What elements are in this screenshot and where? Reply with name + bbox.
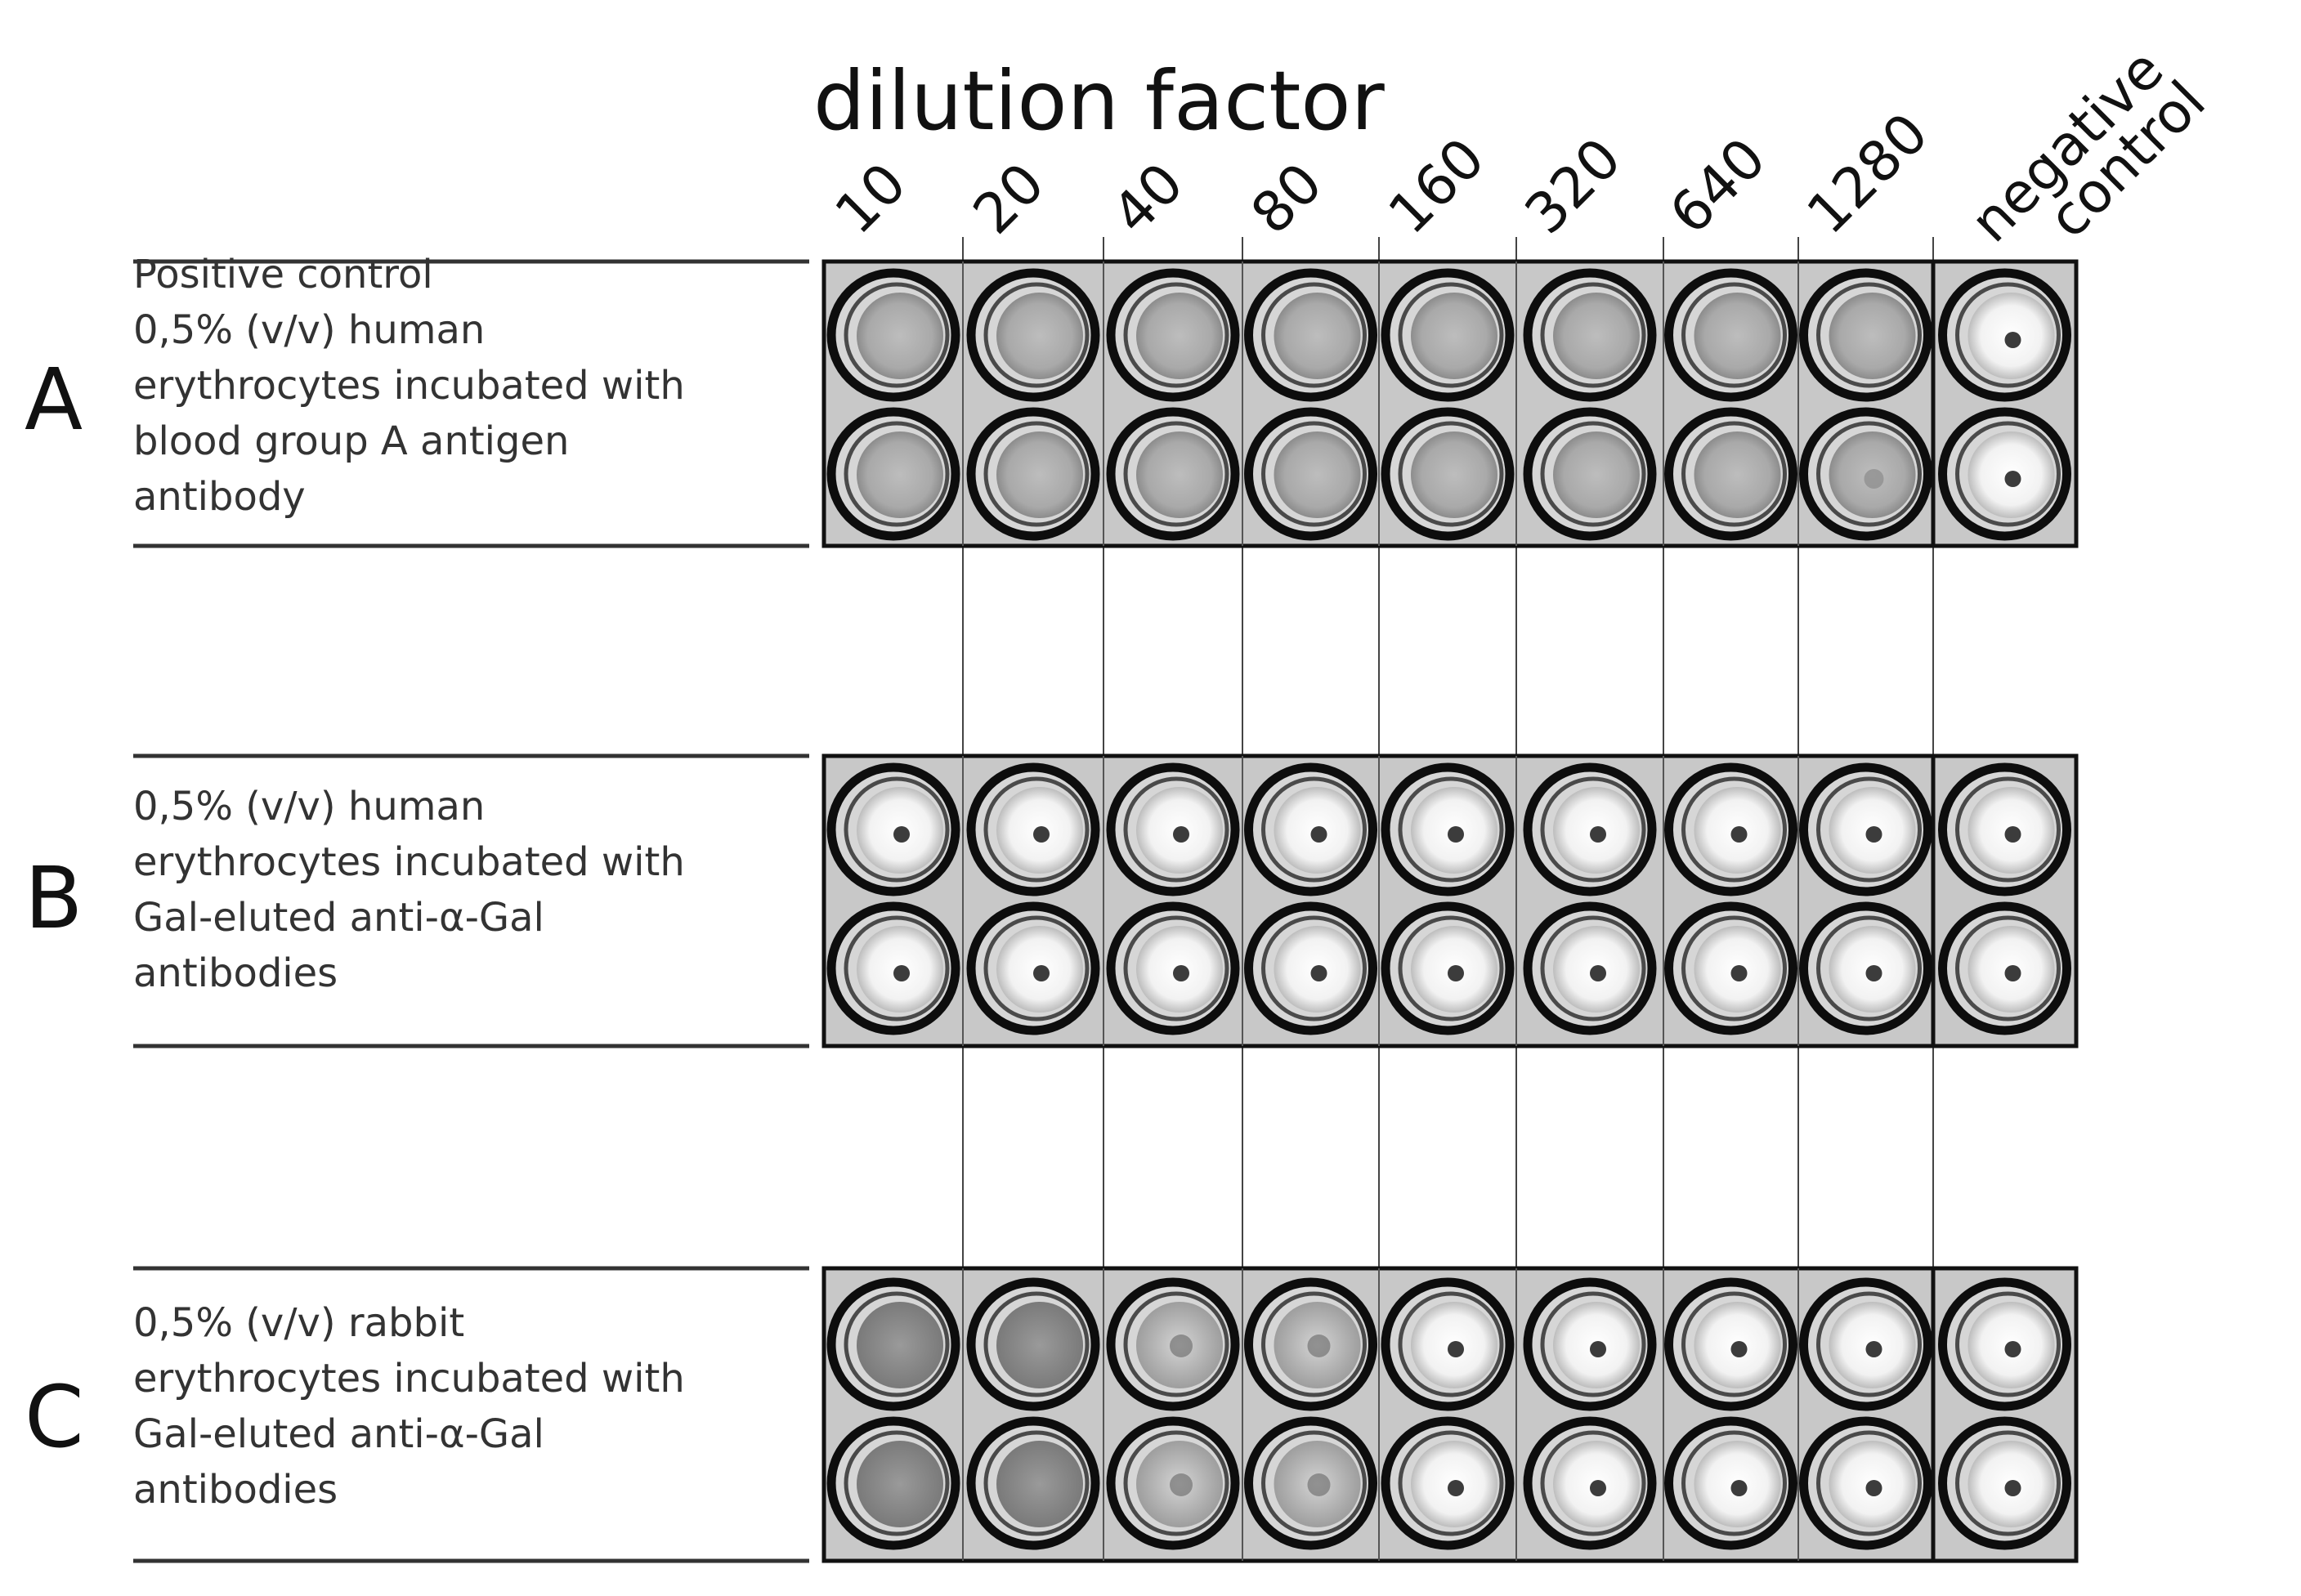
well-spread-dark xyxy=(966,1416,1100,1550)
well-button xyxy=(1523,1277,1657,1411)
panel-c: C 0,5% (v/v) rabbit erythrocytes incubated… xyxy=(25,1266,2079,1563)
well-partial xyxy=(1106,1277,1240,1411)
well-button xyxy=(1938,762,2071,896)
panel-description-line: 0,5% (v/v) human xyxy=(133,784,485,829)
well-partial xyxy=(1244,1277,1377,1411)
well-button xyxy=(1664,901,1797,1035)
well-spread xyxy=(1381,268,1515,402)
panel-description-line: erythrocytes incubated with xyxy=(133,363,685,409)
column-label-20: 20 xyxy=(961,151,1057,247)
well-button xyxy=(1523,1416,1657,1550)
well-button xyxy=(1244,901,1377,1035)
well-button xyxy=(1938,1277,2071,1411)
well-button xyxy=(1938,407,2071,541)
well-button xyxy=(966,762,1100,896)
column-label-10: 10 xyxy=(823,151,919,247)
well-spread xyxy=(1664,407,1797,541)
well-button xyxy=(1381,762,1515,896)
panel-description-line: erythrocytes incubated with xyxy=(133,839,685,885)
well-button xyxy=(826,762,960,896)
well-button xyxy=(1938,268,2071,402)
well-button xyxy=(1799,762,1932,896)
column-label-40: 40 xyxy=(1100,151,1196,247)
well-faint-button xyxy=(1799,407,1932,541)
panel-description-line: blood group A antigen xyxy=(133,418,569,464)
well-button xyxy=(1381,1416,1515,1550)
well-button xyxy=(1523,762,1657,896)
panel-description-line: antibody xyxy=(133,474,306,520)
panel-description-line: 0,5% (v/v) human xyxy=(133,307,485,353)
well-button xyxy=(1244,762,1377,896)
well-spread-dark xyxy=(826,1277,960,1411)
panel-letter: A xyxy=(25,350,83,449)
panel-description-line: Gal-eluted anti-α-Gal xyxy=(133,1411,544,1457)
well-button xyxy=(1664,762,1797,896)
column-label-160: 160 xyxy=(1377,126,1497,247)
panel-letter: B xyxy=(25,848,83,948)
well-spread xyxy=(1106,268,1240,402)
well-button xyxy=(1799,1416,1932,1550)
well-spread xyxy=(1106,407,1240,541)
panel-description-line: erythrocytes incubated with xyxy=(133,1356,685,1402)
well-spread-dark xyxy=(826,1416,960,1550)
column-label-80: 80 xyxy=(1239,151,1335,247)
well-button xyxy=(1664,1416,1797,1550)
panel-letter: C xyxy=(25,1367,84,1467)
well-button xyxy=(1106,762,1240,896)
panel-description-line: 0,5% (v/v) rabbit xyxy=(133,1300,464,1346)
well-spread xyxy=(1523,268,1657,402)
well-button xyxy=(1938,1416,2071,1550)
panel-description-line: antibodies xyxy=(133,950,338,996)
well-spread xyxy=(1244,268,1377,402)
well-spread-dark xyxy=(966,1277,1100,1411)
well-spread xyxy=(1244,407,1377,541)
well-button xyxy=(1381,901,1515,1035)
well-button xyxy=(966,901,1100,1035)
well-button xyxy=(1664,1277,1797,1411)
well-spread xyxy=(1523,407,1657,541)
well-button xyxy=(826,901,960,1035)
well-spread xyxy=(966,268,1100,402)
panel-description-line: antibodies xyxy=(133,1467,338,1513)
well-partial xyxy=(1244,1416,1377,1550)
well-spread xyxy=(1381,407,1515,541)
figure-title: dilution factor xyxy=(813,53,1386,149)
well-spread xyxy=(826,268,960,402)
well-button xyxy=(1381,1277,1515,1411)
well-button xyxy=(1938,901,2071,1035)
well-button xyxy=(1799,1277,1932,1411)
column-label-1280: 1280 xyxy=(1795,101,1941,247)
panels: A Positive control 0,5% (v/v) human erythro… xyxy=(25,252,2079,1563)
well-button xyxy=(1523,901,1657,1035)
panel-a: A Positive control 0,5% (v/v) human erythro… xyxy=(25,252,2079,548)
panel-description-line: Positive control xyxy=(133,252,433,297)
well-button xyxy=(1799,901,1932,1035)
well-spread xyxy=(966,407,1100,541)
well-partial xyxy=(1106,1416,1240,1550)
well-button xyxy=(1106,901,1240,1035)
column-label-640: 640 xyxy=(1658,126,1779,247)
panel-description-line: Gal-eluted anti-α-Gal xyxy=(133,895,544,941)
well-spread xyxy=(1664,268,1797,402)
well-spread xyxy=(1799,268,1932,402)
well-spread xyxy=(826,407,960,541)
column-label-320: 320 xyxy=(1513,126,1634,247)
panel-b: B 0,5% (v/v) human erythrocytes incubated … xyxy=(25,753,2079,1048)
column-connectors xyxy=(962,237,1934,1268)
